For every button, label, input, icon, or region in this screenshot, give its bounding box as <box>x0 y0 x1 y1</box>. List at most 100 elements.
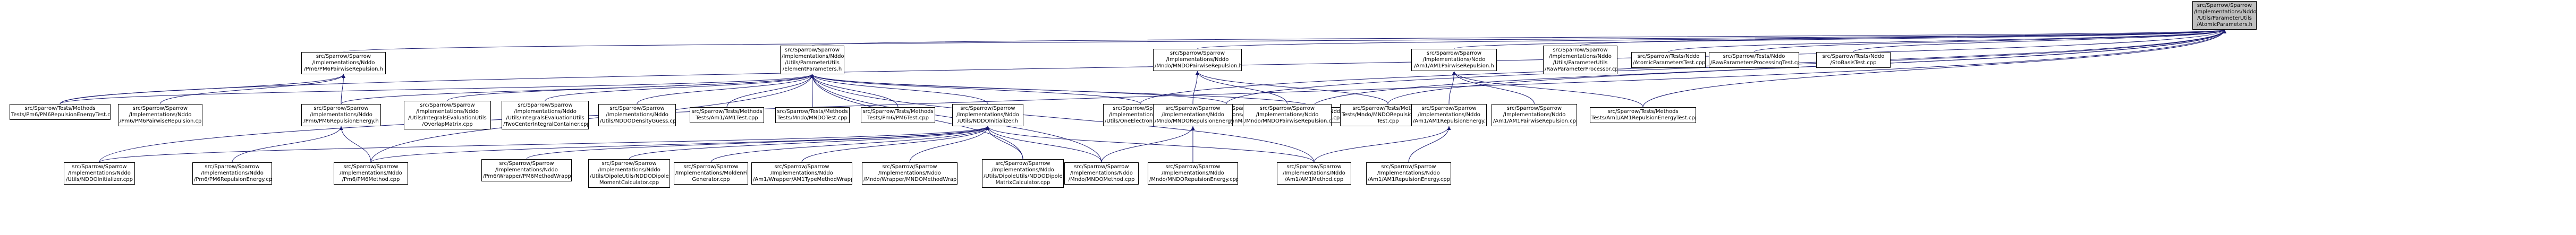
node-label-line: src/Sparrow/Tests/Nddo <box>1822 54 1885 59</box>
graph-node-am1paircpp[interactable]: src/Sparrow/Sparrow/Implementations/Nddo… <box>1492 104 1577 126</box>
node-label-line: src/Sparrow/Sparrow <box>343 164 399 170</box>
graph-edge-mndopair-mndorepenergyh <box>1192 71 1199 105</box>
graph-node-mndorepenergyh[interactable]: src/Sparrow/Sparrow/Implementations/Nddo… <box>1153 104 1233 126</box>
node-label-line: /AtomicParameters.h <box>2197 22 2252 28</box>
graph-node-mndomethodcpp[interactable]: src/Sparrow/Sparrow/Implementations/Nddo… <box>1064 162 1139 185</box>
graph-node-am1pair[interactable]: src/Sparrow/Sparrow/Implementations/Nddo… <box>1411 49 1497 71</box>
graph-edge-am1pair-am1repenergyh <box>1448 71 1456 105</box>
node-label-line: src/Sparrow/Sparrow <box>1259 106 1315 111</box>
graph-node-dipolematrix[interactable]: src/Sparrow/Sparrow/Implementations/Nddo… <box>982 159 1064 188</box>
graph-edge-elemparams-densityguess <box>637 74 814 105</box>
node-label-line: /Implementations/Nddo <box>2194 9 2257 15</box>
graph-edge-root-mndorepenergytest <box>1387 29 2226 105</box>
node-label-line: /AtomicParametersTest.cpp <box>1633 60 1706 66</box>
node-label-line: src/Sparrow/Sparrow <box>784 47 840 53</box>
node-label-line: /Utils/IntegralsEvaluationUtils <box>408 115 487 121</box>
graph-edge-pm6pair-pm6repenergytest <box>60 74 345 105</box>
graph-node-atomicparamtest[interactable]: src/Sparrow/Tests/Nddo/AtomicParametersT… <box>1631 52 1706 68</box>
node-label-line: Generator.cpp <box>692 177 730 182</box>
graph-node-am1repenergycpp[interactable]: src/Sparrow/Sparrow/Implementations/Nddo… <box>1366 162 1451 185</box>
node-label-line: src/Sparrow/Tests/Methods <box>1607 109 1679 115</box>
node-label-line: src/Sparrow/Sparrow <box>1165 106 1221 111</box>
node-label-line: MomentCalculator.cpp <box>599 180 659 186</box>
graph-node-nddoinit[interactable]: src/Sparrow/Sparrow/Implementations/Nddo… <box>952 104 1023 126</box>
node-label-line: src/Sparrow/Sparrow <box>774 164 829 170</box>
graph-edge-root-elemparams <box>812 29 2226 46</box>
graph-node-mndopair[interactable]: src/Sparrow/Sparrow/Implementations/Nddo… <box>1153 49 1242 71</box>
node-label-line: /Implementations/Nddo <box>1418 112 1480 118</box>
node-label-line: /Utils/NDDOInitializer.h <box>957 118 1019 124</box>
graph-edge-nddoinit-dipolemoment <box>629 126 990 160</box>
node-label-line: /Implementations/Nddo <box>1503 112 1566 118</box>
graph-node-nddoinitcpp[interactable]: src/Sparrow/Sparrow/Implementations/Nddo… <box>64 162 135 185</box>
node-label-line: /Mndo/MNDORepulsionEnergy.h <box>1155 118 1233 124</box>
graph-node-twocenter[interactable]: src/Sparrow/Sparrow/Implementations/Nddo… <box>502 101 589 129</box>
node-label-line: /Implementations/Nddo <box>1109 112 1172 118</box>
node-label-line: /Am1/Wrapper/AM1TypeMethodWrapper.cpp <box>753 177 852 182</box>
graph-node-rawparamproctest[interactable]: src/Sparrow/Tests/Nddo/RawParametersProc… <box>1709 52 1799 68</box>
node-label-line: /Utils/DipoleUtils/NDDODipole <box>984 173 1063 179</box>
graph-edge-root-am1repenergytest <box>1642 29 2226 108</box>
node-label-line: /Implementations/Nddo <box>1166 57 1229 63</box>
graph-node-densityguess[interactable]: src/Sparrow/Sparrow/Implementations/Nddo… <box>598 104 676 126</box>
node-label-line: /Implementations/Nddo <box>495 167 558 173</box>
node-label-line: /Implementations/Nddo <box>310 112 372 118</box>
graph-edge-elemparams-overlapeval <box>447 74 814 101</box>
node-label-line: /Am1/AM1RepulsionEnergy.h <box>1413 118 1487 124</box>
graph-node-mndorepenergycpp[interactable]: src/Sparrow/Sparrow/Implementations/Nddo… <box>1148 162 1238 185</box>
node-label-line: Tests/Am1/AM1Test.cpp <box>696 115 758 121</box>
graph-edge-elemparams-mndotest <box>810 74 815 108</box>
graph-node-elemparams[interactable]: src/Sparrow/Sparrow/Implementations/Nddo… <box>780 46 844 74</box>
node-label-line: Tests/Pm6/PM6RepulsionEnergyTest.cpp <box>11 112 111 118</box>
graph-node-moldenfile[interactable]: src/Sparrow/Sparrow/Implementations/Mold… <box>674 162 748 185</box>
graph-node-pm6repenergycpp[interactable]: src/Sparrow/Sparrow/Implementations/Nddo… <box>192 162 272 185</box>
graph-edge-mndopair-mndopaircpp <box>1196 71 1287 105</box>
node-label-line: /Pm6/PM6RepulsionEnergy.h <box>303 118 379 124</box>
graph-node-root[interactable]: src/Sparrow/Sparrow/Implementations/Nddo… <box>2192 1 2257 30</box>
node-label-line: /Mndo/Wrapper/MNDOMethodWrapper.cpp <box>863 177 957 182</box>
node-label-line: /Mndo/MNDOMethod.cpp <box>1068 177 1135 182</box>
node-label-line: src/Sparrow/Sparrow <box>609 106 665 111</box>
node-label-line: src/Sparrow/Sparrow <box>1381 164 1436 170</box>
graph-node-mndowrapper[interactable]: src/Sparrow/Sparrow/Implementations/Nddo… <box>862 162 957 185</box>
graph-edge-elemparams-pm6repenergytest <box>60 74 814 105</box>
graph-edge-root-am1pair <box>1454 29 2226 49</box>
graph-node-stobasistest[interactable]: src/Sparrow/Tests/Nddo/StoBasisTest.cpp <box>1816 52 1891 68</box>
graph-edge-nddoinit-moldenfile <box>710 126 990 163</box>
graph-node-pm6repenergyh[interactable]: src/Sparrow/Sparrow/Implementations/Nddo… <box>301 104 381 126</box>
graph-node-pm6wrapper[interactable]: src/Sparrow/Sparrow/Implementations/Nddo… <box>481 159 572 181</box>
graph-node-pm6methodcpp[interactable]: src/Sparrow/Sparrow/Implementations/Nddo… <box>334 162 408 185</box>
node-label-line: src/Sparrow/Sparrow <box>1506 106 1562 111</box>
graph-node-am1typewrapper[interactable]: src/Sparrow/Sparrow/Implementations/Nddo… <box>751 162 852 185</box>
graph-edge-root-stobasistest <box>1853 29 2226 53</box>
graph-node-am1methodcpp[interactable]: src/Sparrow/Sparrow/Implementations/Nddo… <box>1277 162 1351 185</box>
graph-node-dipolemoment[interactable]: src/Sparrow/Sparrow/Implementations/Nddo… <box>588 159 670 188</box>
graph-node-am1repenergyh[interactable]: src/Sparrow/Sparrow/Implementations/Nddo… <box>1411 104 1487 126</box>
graph-node-pm6pair[interactable]: src/Sparrow/Sparrow/Implementations/Nddo… <box>301 52 386 74</box>
node-label-line: /Implementations/MoldenFile <box>675 170 748 176</box>
node-label-line: /Implementations/Nddo <box>606 112 668 118</box>
node-label-line: /Mndo/MNDOPairwiseRepulsion.h <box>1155 63 1242 69</box>
graph-node-rawparamproc[interactable]: src/Sparrow/Sparrow/Implementations/Nddo… <box>1543 46 1617 74</box>
node-label-line: /OverlapMatrix.cpp <box>422 121 473 127</box>
graph-edge-pm6repenergyh-pm6methodcpp <box>339 126 371 163</box>
graph-edge-mndorepenergyh-mndomethodcpp <box>1101 126 1195 163</box>
graph-edge-elemparams-pm6methodcpp <box>370 74 814 163</box>
node-label-line: /Pm6/PM6RepulsionEnergy.cpp <box>194 177 272 182</box>
node-label-line: /Pm6/Wrapper/PM6MethodWrapper.cpp <box>483 173 571 179</box>
node-label-line: src/Sparrow/Tests/Methods <box>777 109 848 115</box>
node-label-line: /Implementations/Nddo <box>992 167 1054 173</box>
graph-node-pm6paircpp[interactable]: src/Sparrow/Sparrow/Implementations/Nddo… <box>118 104 202 126</box>
node-label-line: /RawParameterProcessor.cpp <box>1545 66 1617 72</box>
graph-edge-elemparams-am1methodcpp <box>810 74 1315 163</box>
graph-node-mndopaircpp[interactable]: src/Sparrow/Sparrow/Implementations/Nddo… <box>1243 104 1332 126</box>
graph-edge-nddoinit-dipolematrix <box>986 126 1023 160</box>
graph-node-overlapeval[interactable]: src/Sparrow/Sparrow/Implementations/Nddo… <box>404 101 491 129</box>
